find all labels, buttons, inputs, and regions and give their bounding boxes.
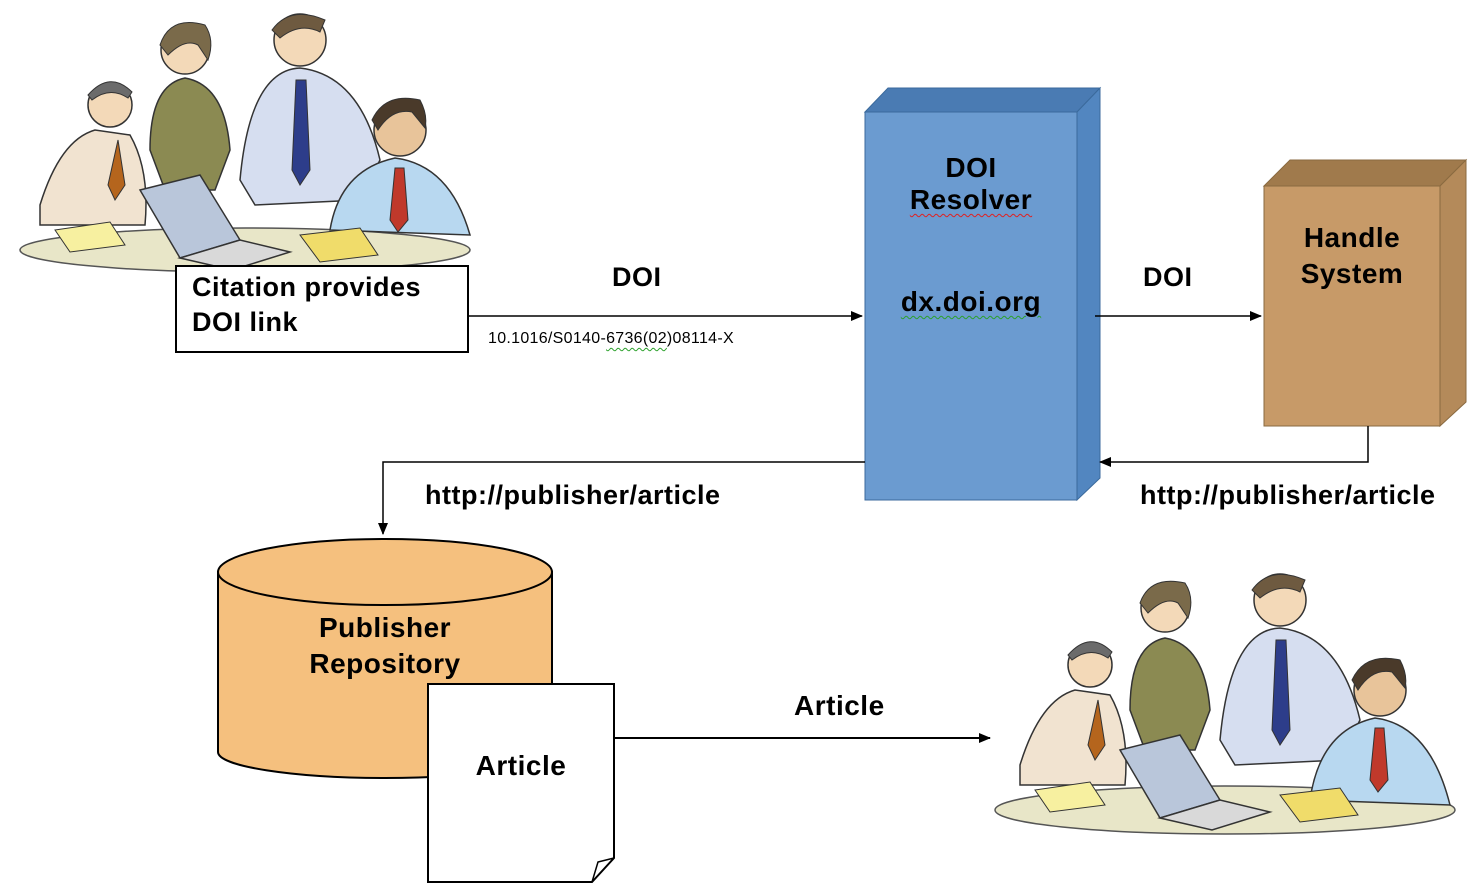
handle-line2: System	[1300, 258, 1404, 289]
repository-line2: Repository	[309, 648, 461, 679]
doi-value: 10.1016/S0140-6736(02)08114-X	[488, 330, 734, 348]
handle-line1: Handle	[1303, 222, 1401, 253]
resolver-host-text: dx.doi.org	[900, 286, 1042, 317]
article-document	[427, 683, 615, 883]
resolver-title-line2: Resolver	[865, 184, 1077, 216]
citation-box	[175, 265, 469, 353]
doi-value-suffix: )08114-X	[666, 330, 734, 347]
handle-system-box	[1262, 158, 1468, 428]
arrow-resolver-to-repository	[378, 461, 865, 535]
article-arrow-label: Article	[794, 690, 885, 721]
resolver-host: dx.doi.org	[865, 286, 1077, 318]
arrow-handle-to-resolver	[1099, 426, 1369, 467]
doi-label-left: DOI	[612, 262, 662, 292]
people-clipart-bottom	[994, 573, 1456, 835]
doi-label-right: DOI	[1143, 262, 1193, 292]
resolver-title-line1: DOI	[945, 152, 997, 183]
citation-line2: DOI link	[192, 307, 299, 337]
doi-value-prefix: 10.1016/S0140-	[488, 330, 607, 347]
url-label-left: http://publisher/article	[425, 480, 721, 510]
document-label: Article	[475, 750, 567, 781]
citation-line1: Citation provides	[192, 272, 422, 302]
resolver-title-line2-text: Resolver	[909, 184, 1033, 215]
url-label-right: http://publisher/article	[1140, 480, 1436, 510]
doi-value-mid: 6736(02	[606, 330, 667, 347]
doi-resolver-box	[863, 86, 1102, 502]
repository-line1: Publisher	[318, 612, 452, 643]
people-clipart-top	[19, 13, 472, 273]
